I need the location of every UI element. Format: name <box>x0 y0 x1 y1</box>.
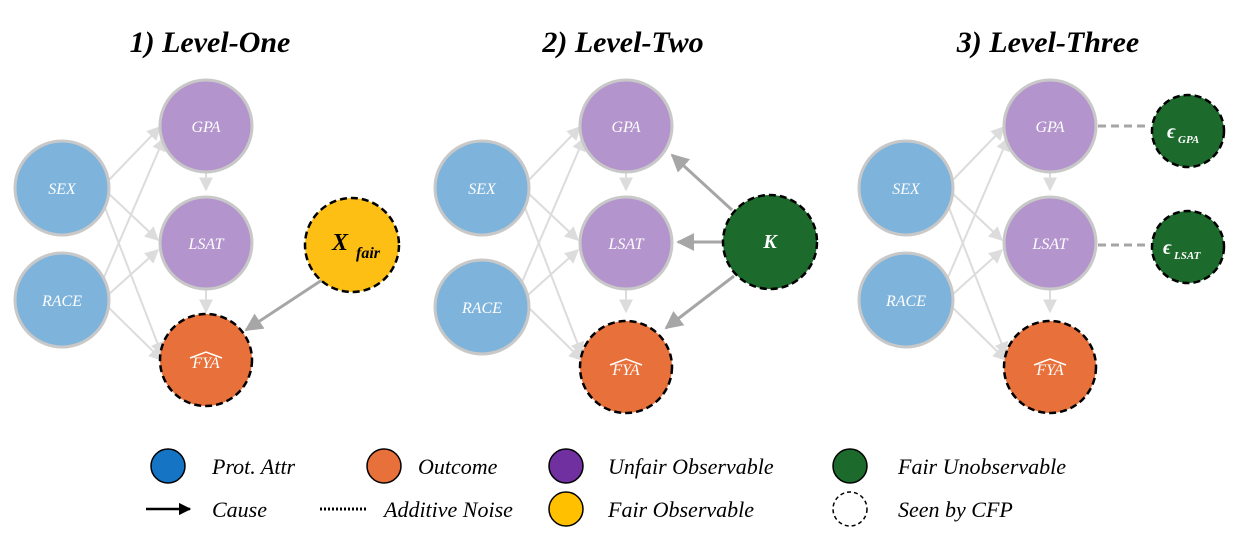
legend-additive-noise-label: Additive Noise <box>382 497 513 522</box>
sex-node <box>433 139 531 237</box>
sex-label: SEX <box>48 181 77 198</box>
race-label: RACE <box>885 293 926 310</box>
legend-seen-by-cfp-label: Seen by CFP <box>898 497 1013 522</box>
legend-cause-label: Cause <box>212 497 267 522</box>
lsat-label: LSAT <box>1032 236 1069 253</box>
lsat-node <box>578 195 674 291</box>
race-label: RACE <box>461 300 502 317</box>
legend: Prot. Attr Outcome Unfair Observable Fai… <box>146 448 1066 527</box>
lsat-label: LSAT <box>188 236 225 253</box>
hat-icon <box>609 358 643 366</box>
legend-fair-observable-swatch <box>548 491 584 527</box>
legend-unfair-observable-label: Unfair Observable <box>608 454 774 479</box>
eps-lsat-symbol: ϵ <box>1163 237 1172 259</box>
eps-lsat-node <box>1150 209 1226 285</box>
sex-label: SEX <box>892 181 921 198</box>
fya-label: FYA <box>191 355 220 372</box>
panel-title-level-two: 2) Level-Two <box>541 26 703 59</box>
gpa-label: GPA <box>611 119 640 136</box>
legend-prot-attr-label: Prot. Attr <box>211 454 296 479</box>
gpa-node <box>1002 78 1098 174</box>
race-node <box>13 251 111 349</box>
hat-icon <box>189 351 223 359</box>
fya-label: FYA <box>611 362 640 379</box>
eps-gpa-subscript: GPA <box>1178 134 1199 146</box>
panel-level-three: SEX RACE GPA LSAT FYA ϵ GPA ϵ LSAT <box>857 78 1226 415</box>
panel-title-level-one: 1) Level-One <box>130 26 291 59</box>
eps-gpa-node <box>1150 93 1226 169</box>
legend-prot-attr-swatch <box>150 448 186 484</box>
lsat-label: LSAT <box>608 236 645 253</box>
fya-node <box>158 312 254 408</box>
race-node <box>433 258 531 356</box>
fya-node <box>578 319 674 415</box>
legend-outcome-label: Outcome <box>418 454 498 479</box>
gpa-label: GPA <box>1035 119 1064 136</box>
gpa-node <box>578 78 674 174</box>
race-node <box>857 251 955 349</box>
eps-lsat-subscript: LSAT <box>1173 250 1202 262</box>
legend-fair-observable-label: Fair Observable <box>607 497 754 522</box>
panel-level-two: SEX RACE GPA LSAT FYA K <box>433 78 819 415</box>
gpa-node <box>158 78 254 174</box>
x-fair-label: X <box>331 230 349 256</box>
sex-label: SEX <box>468 181 497 198</box>
legend-seen-by-cfp-swatch <box>832 491 868 527</box>
sex-node <box>857 139 955 237</box>
panel-level-one: SEX RACE GPA LSAT FYA X fair <box>13 78 401 408</box>
lsat-node <box>1002 195 1098 291</box>
race-label: RACE <box>41 293 82 310</box>
gpa-label: GPA <box>191 119 220 136</box>
x-fair-subscript: fair <box>356 245 381 262</box>
legend-outcome-swatch <box>366 448 402 484</box>
panel-title-level-three: 3) Level-Three <box>956 26 1139 59</box>
legend-fair-unobservable-swatch <box>832 448 868 484</box>
eps-gpa-symbol: ϵ <box>1167 121 1176 143</box>
k-label: K <box>762 231 778 253</box>
hat-icon <box>1033 358 1067 366</box>
lsat-node <box>158 195 254 291</box>
k-node <box>721 193 819 291</box>
legend-fair-unobservable-label: Fair Unobservable <box>897 454 1066 479</box>
x-fair-node <box>303 196 401 294</box>
sex-node <box>13 139 111 237</box>
legend-unfair-observable-swatch <box>548 448 584 484</box>
fya-node <box>1002 319 1098 415</box>
fya-label: FYA <box>1035 362 1064 379</box>
